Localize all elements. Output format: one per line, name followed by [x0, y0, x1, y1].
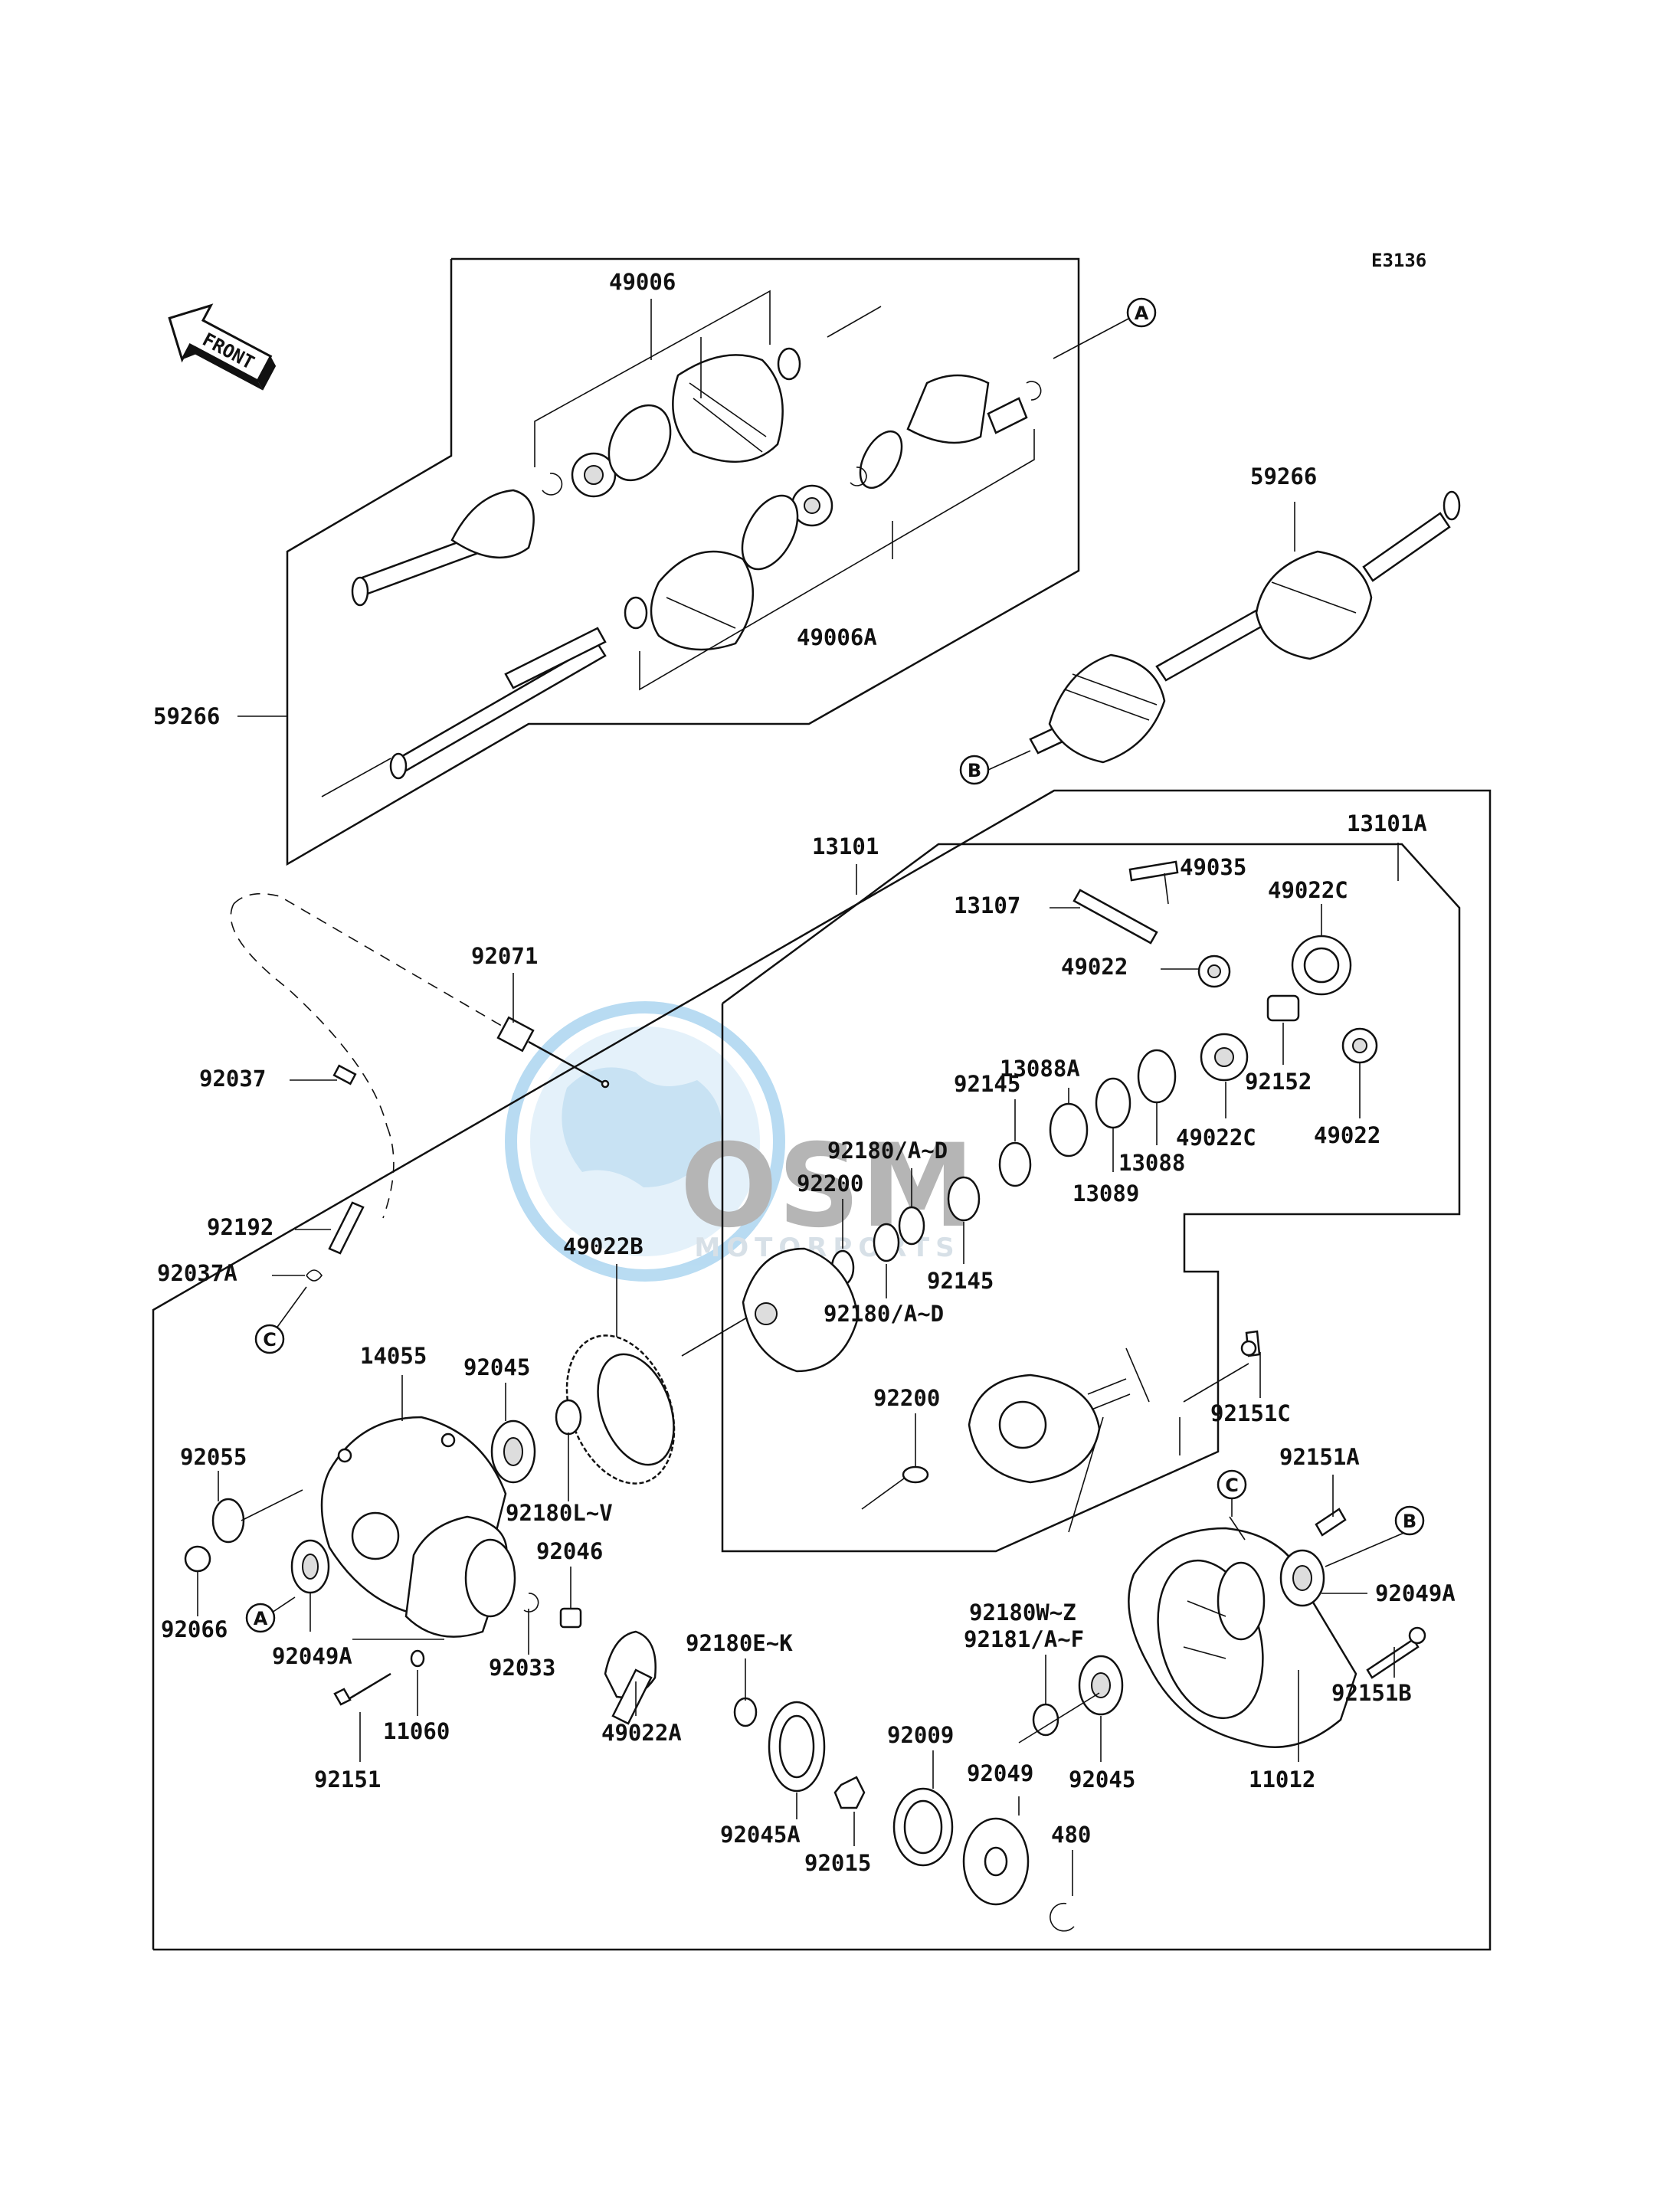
- part-label-49006a: 49006A: [797, 624, 877, 650]
- part-label-13101: 13101: [812, 833, 879, 859]
- part-label-13107: 13107: [954, 892, 1020, 918]
- part-label-11060: 11060: [383, 1718, 450, 1744]
- watermark-brand: OSM: [680, 1120, 975, 1253]
- watermark-globe-icon: [505, 1001, 785, 1282]
- part-label-13089: 13089: [1073, 1180, 1139, 1207]
- right-driveshaft: [1029, 490, 1461, 764]
- part-labels: 49006 49006A 59266 59266 13101 13101A 49…: [153, 269, 1456, 1876]
- callout-c-right-letter: C: [1225, 1475, 1239, 1496]
- part-label-92049: 92049: [967, 1760, 1033, 1786]
- part-label-13088: 13088: [1118, 1150, 1185, 1176]
- part-label-92049a-left: 92049A: [272, 1643, 352, 1669]
- ring-gear: [565, 1334, 676, 1485]
- part-label-92037: 92037: [199, 1066, 266, 1092]
- part-label-92071: 92071: [471, 943, 538, 969]
- callout-a-bottom: A: [245, 1603, 276, 1633]
- part-label-92049a-right: 92049A: [1375, 1580, 1456, 1606]
- callout-b-top: B: [959, 755, 990, 785]
- callout-a-top: A: [1126, 297, 1157, 328]
- callout-a-bottom-letter: A: [254, 1608, 268, 1629]
- part-label-49022-right: 49022: [1314, 1122, 1380, 1148]
- callout-b-bottom-letter: B: [1403, 1511, 1416, 1532]
- part-label-49022c-mid: 49022C: [1176, 1125, 1256, 1151]
- part-label-49022-top: 49022: [1061, 954, 1128, 980]
- callout-c-right: C: [1217, 1469, 1247, 1500]
- part-label-92045-bot: 92045: [1069, 1766, 1135, 1793]
- part-label-92045-top: 92045: [463, 1354, 530, 1380]
- part-label-92180ad-mid: 92180/A~D: [824, 1301, 944, 1327]
- part-label-49022b: 49022B: [563, 1233, 644, 1259]
- callout-c-left: C: [254, 1324, 285, 1354]
- differential-internals: [742, 860, 1378, 1484]
- shift-cable: [230, 892, 510, 1282]
- front-arrow-icon: FRONT: [168, 303, 277, 391]
- part-label-49035: 49035: [1180, 854, 1246, 880]
- part-label-92152: 92152: [1245, 1069, 1312, 1095]
- right-housing: [962, 1330, 1426, 1932]
- part-label-92033: 92033: [489, 1655, 555, 1681]
- callout-a-top-letter: A: [1135, 303, 1149, 324]
- part-label-92180wz: 92180W~Z: [969, 1599, 1076, 1626]
- part-label-11012: 11012: [1249, 1766, 1315, 1793]
- part-label-92192: 92192: [207, 1214, 273, 1240]
- shift-plunger: [496, 1016, 610, 1089]
- driveshaft-kit: [321, 306, 1042, 797]
- part-label-13101a: 13101A: [1347, 810, 1427, 837]
- part-label-92145-mid: 92145: [927, 1268, 994, 1294]
- callout-b-bottom: B: [1394, 1505, 1425, 1536]
- part-label-14055: 14055: [360, 1343, 427, 1369]
- part-label-92015: 92015: [804, 1850, 871, 1876]
- watermark: OSM MOTORPORTS: [505, 1001, 975, 1282]
- part-label-92200-top: 92200: [797, 1171, 863, 1197]
- diagram-code: E3136: [1371, 250, 1426, 271]
- part-label-92151a: 92151A: [1279, 1444, 1360, 1470]
- part-label-92180ek: 92180E~K: [686, 1630, 793, 1656]
- callout-b-top-letter: B: [968, 760, 981, 781]
- part-label-92045a: 92045A: [720, 1822, 801, 1848]
- part-label-92145-top: 92145: [954, 1071, 1020, 1097]
- leader-lines: [197, 290, 1407, 1896]
- part-label-92181af: 92181/A~F: [964, 1626, 1084, 1652]
- part-label-480: 480: [1051, 1822, 1091, 1848]
- part-label-59266-right: 59266: [1250, 463, 1317, 489]
- part-label-92046: 92046: [536, 1538, 603, 1564]
- part-label-92200-mid: 92200: [873, 1385, 940, 1411]
- part-label-92055: 92055: [180, 1444, 247, 1470]
- part-label-49022a: 49022A: [601, 1720, 682, 1746]
- part-label-92151: 92151: [314, 1766, 381, 1793]
- part-label-92037a: 92037A: [157, 1260, 237, 1286]
- part-label-13088a: 13088A: [1000, 1056, 1080, 1082]
- part-label-49006: 49006: [609, 269, 676, 295]
- part-label-59266-left: 59266: [153, 703, 220, 729]
- callout-c-left-letter: C: [263, 1329, 277, 1351]
- part-label-92009: 92009: [887, 1722, 954, 1748]
- part-label-92180lv: 92180L~V: [506, 1500, 613, 1526]
- part-label-49022c-top: 49022C: [1268, 877, 1348, 903]
- left-housing: [184, 1399, 954, 1867]
- part-label-92180ad-top: 92180/A~D: [827, 1138, 948, 1164]
- part-label-92066: 92066: [161, 1616, 228, 1642]
- part-label-92151c: 92151C: [1210, 1400, 1291, 1426]
- part-label-92151b: 92151B: [1331, 1680, 1412, 1706]
